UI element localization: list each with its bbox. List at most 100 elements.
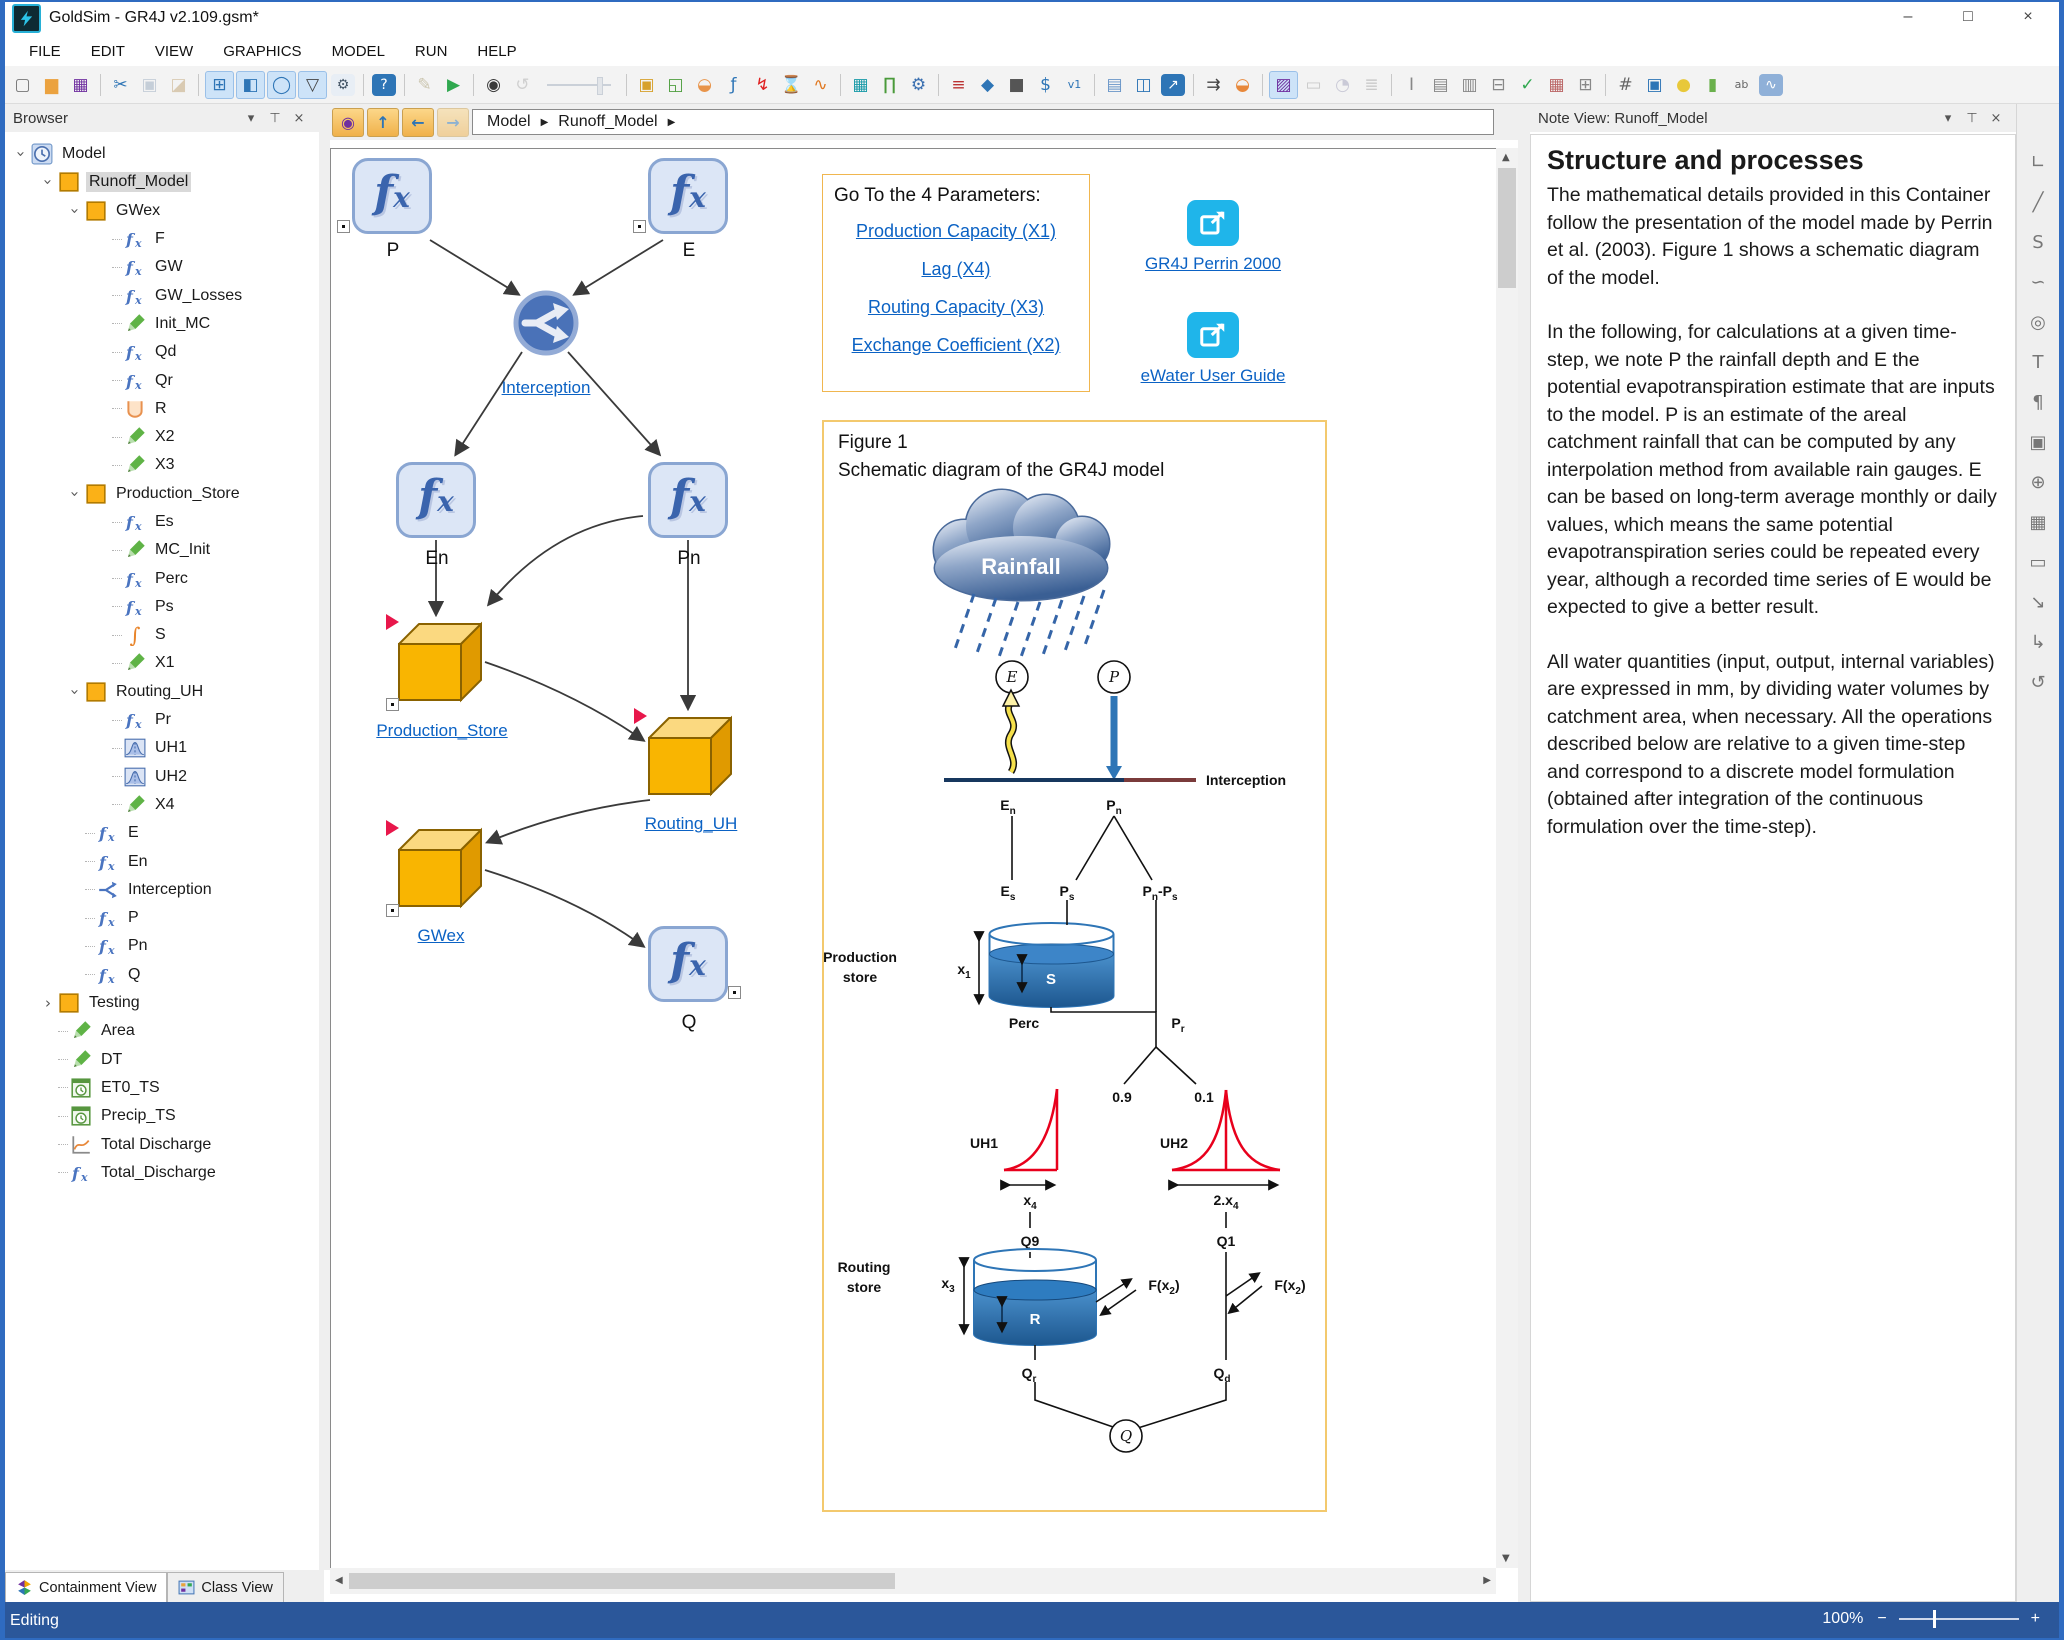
control-slider-icon[interactable]: ⊟ bbox=[1485, 72, 1512, 98]
tree-item-r[interactable]: R bbox=[5, 395, 319, 423]
external-link-icon[interactable] bbox=[1187, 200, 1239, 246]
top-level-button[interactable]: ◉ bbox=[332, 108, 364, 137]
zoom-slider[interactable] bbox=[1899, 1618, 2019, 1620]
note-tag-icon[interactable]: ◆ bbox=[974, 72, 1001, 98]
tree-item-p[interactable]: fxP bbox=[5, 904, 319, 932]
tree-item-dt[interactable]: DT bbox=[5, 1046, 319, 1074]
control-checkbox-icon[interactable]: ✓ bbox=[1514, 72, 1541, 98]
right-splitter[interactable] bbox=[1518, 104, 1530, 1602]
indicator-bulb-icon[interactable]: ● bbox=[1670, 72, 1697, 98]
input-port[interactable] bbox=[337, 220, 350, 233]
tree-item-model[interactable]: ›Model bbox=[5, 140, 319, 168]
tree-item-x2[interactable]: X2 bbox=[5, 423, 319, 451]
scroll-right-icon[interactable]: ▶ bbox=[1483, 1575, 1491, 1586]
canvas-horizontal-scrollbar[interactable]: ◀ ▶ bbox=[330, 1568, 1496, 1594]
menu-graphics[interactable]: GRAPHICS bbox=[208, 43, 316, 60]
control-combobox-icon[interactable]: ▥ bbox=[1456, 72, 1483, 98]
tree-item-uh1[interactable]: UH1 bbox=[5, 734, 319, 762]
open-folder-icon[interactable]: ▆ bbox=[38, 72, 65, 98]
scroll-up-icon[interactable]: ▲ bbox=[1502, 152, 1510, 163]
label-routing-uh[interactable]: Routing_UH bbox=[645, 814, 738, 834]
reset-run-icon[interactable]: ↺ bbox=[509, 72, 536, 98]
tree-expander-icon[interactable]: › bbox=[38, 994, 58, 1012]
table-tool-icon[interactable]: ▦ bbox=[2024, 508, 2052, 536]
display-digital-icon[interactable]: ▣ bbox=[1641, 72, 1668, 98]
insert-clock-icon[interactable]: ◔ bbox=[1329, 72, 1356, 98]
tree-item-f[interactable]: fxF bbox=[5, 225, 319, 253]
scroll-left-icon[interactable]: ◀ bbox=[335, 1575, 343, 1586]
version-element-icon[interactable]: v1 bbox=[1061, 72, 1088, 98]
new-document-icon[interactable]: ▢ bbox=[9, 72, 36, 98]
node-production-store-cube[interactable] bbox=[396, 620, 484, 709]
insert-rectangle-icon[interactable]: ▭ bbox=[1300, 72, 1327, 98]
control-datepicker-icon[interactable]: ▦ bbox=[1543, 72, 1570, 98]
text-tool-icon[interactable]: T bbox=[2024, 348, 2052, 376]
edit-appearance-icon[interactable]: ✎ bbox=[411, 72, 438, 98]
case-element-icon[interactable]: ■ bbox=[1003, 72, 1030, 98]
arrow-tool-icon[interactable]: ↘ bbox=[2024, 588, 2052, 616]
chart-display-icon[interactable]: ∿ bbox=[1759, 74, 1783, 96]
tree-expander-icon[interactable]: › bbox=[66, 682, 84, 702]
cut-icon[interactable]: ✂ bbox=[107, 72, 134, 98]
tab-class-view[interactable]: Class View bbox=[167, 1572, 283, 1602]
connector-tool-icon[interactable]: ∟ bbox=[2024, 148, 2052, 176]
zoom-tool-icon[interactable]: ◯ bbox=[267, 71, 296, 99]
tree-expander-icon[interactable]: › bbox=[66, 201, 84, 221]
node-p[interactable]: fx bbox=[352, 158, 432, 234]
tree-expander-icon[interactable]: › bbox=[66, 484, 84, 504]
input-port[interactable] bbox=[633, 220, 646, 233]
line-tool-icon[interactable]: ╱ bbox=[2024, 188, 2052, 216]
label-interception[interactable]: Interception bbox=[502, 378, 591, 398]
tree-item-production_store[interactable]: ›Production_Store bbox=[5, 480, 319, 508]
globe-tool-icon[interactable]: ⊕ bbox=[2024, 468, 2052, 496]
left-splitter[interactable] bbox=[319, 104, 330, 1570]
menu-help[interactable]: HELP bbox=[462, 43, 531, 60]
resource-link[interactable]: GR4J Perrin 2000 bbox=[1108, 254, 1318, 274]
note-dropdown-icon[interactable]: ▾ bbox=[1936, 111, 1960, 126]
zoom-out-button[interactable]: − bbox=[1877, 1610, 1886, 1628]
container-element-icon[interactable]: ▣ bbox=[633, 72, 660, 98]
tree-item-mc_init[interactable]: MC_Init bbox=[5, 536, 319, 564]
database-icon[interactable]: ◒ bbox=[1229, 72, 1256, 98]
run-model-icon[interactable]: ▶ bbox=[440, 72, 467, 98]
ellipse-tool-icon[interactable]: ◎ bbox=[2024, 308, 2052, 336]
input-port[interactable] bbox=[386, 904, 399, 917]
tree-item-gw[interactable]: fxGW bbox=[5, 253, 319, 281]
tree-item-total-discharge[interactable]: Total Discharge bbox=[5, 1130, 319, 1158]
text-display-icon[interactable]: ab bbox=[1728, 72, 1755, 98]
lookup-element-icon[interactable]: ∿ bbox=[807, 72, 834, 98]
output-port[interactable] bbox=[728, 986, 741, 999]
node-gwex-cube[interactable] bbox=[396, 826, 484, 915]
tree-expander-icon[interactable]: › bbox=[39, 172, 57, 192]
note-panel-icon[interactable]: ◧ bbox=[236, 71, 265, 99]
tree-item-perc[interactable]: fxPerc bbox=[5, 564, 319, 592]
menu-run[interactable]: RUN bbox=[400, 43, 463, 60]
tree-item-interception[interactable]: Interception bbox=[5, 876, 319, 904]
external-link-icon[interactable] bbox=[1187, 312, 1239, 358]
browser-dropdown-icon[interactable]: ▾ bbox=[239, 111, 263, 126]
tree-item-runoff_model[interactable]: ›Runoff_Model bbox=[5, 168, 319, 196]
scroll-down-icon[interactable]: ▼ bbox=[1502, 1553, 1510, 1564]
tree-item-precip_ts[interactable]: Precip_TS bbox=[5, 1102, 319, 1130]
display-number-icon[interactable]: # bbox=[1612, 72, 1639, 98]
end-run-icon[interactable]: ◉ bbox=[480, 72, 507, 98]
node-e[interactable]: fx bbox=[648, 158, 728, 234]
zoom-in-button[interactable]: + bbox=[2031, 1610, 2040, 1628]
delay-element-icon[interactable]: ⌛ bbox=[778, 72, 805, 98]
goto-link-exchange-coefficient-x2-[interactable]: Exchange Coefficient (X2) bbox=[823, 335, 1089, 356]
insert-numbered-list-icon[interactable]: ≣ bbox=[1358, 72, 1385, 98]
filter-icon[interactable]: ▽ bbox=[298, 71, 327, 99]
input-port[interactable] bbox=[386, 698, 399, 711]
trigger-element-icon[interactable]: ⚙ bbox=[905, 72, 932, 98]
menu-edit[interactable]: EDIT bbox=[76, 43, 140, 60]
note-pin-icon[interactable]: ⊤ bbox=[1960, 111, 1984, 126]
control-textbox-icon[interactable]: I bbox=[1398, 72, 1425, 98]
tree-item-total_discharge[interactable]: fxTotal_Discharge bbox=[5, 1159, 319, 1187]
save-icon[interactable]: ▦ bbox=[67, 72, 94, 98]
zoom-slider-thumb[interactable] bbox=[1933, 1610, 1936, 1628]
tree-item-pr[interactable]: fxPr bbox=[5, 706, 319, 734]
image-tool-icon[interactable]: ▣ bbox=[2024, 428, 2052, 456]
tree-item-et0_ts[interactable]: ET0_TS bbox=[5, 1074, 319, 1102]
browser-close-icon[interactable]: × bbox=[287, 111, 311, 126]
tree-item-gwex[interactable]: ›GWex bbox=[5, 197, 319, 225]
